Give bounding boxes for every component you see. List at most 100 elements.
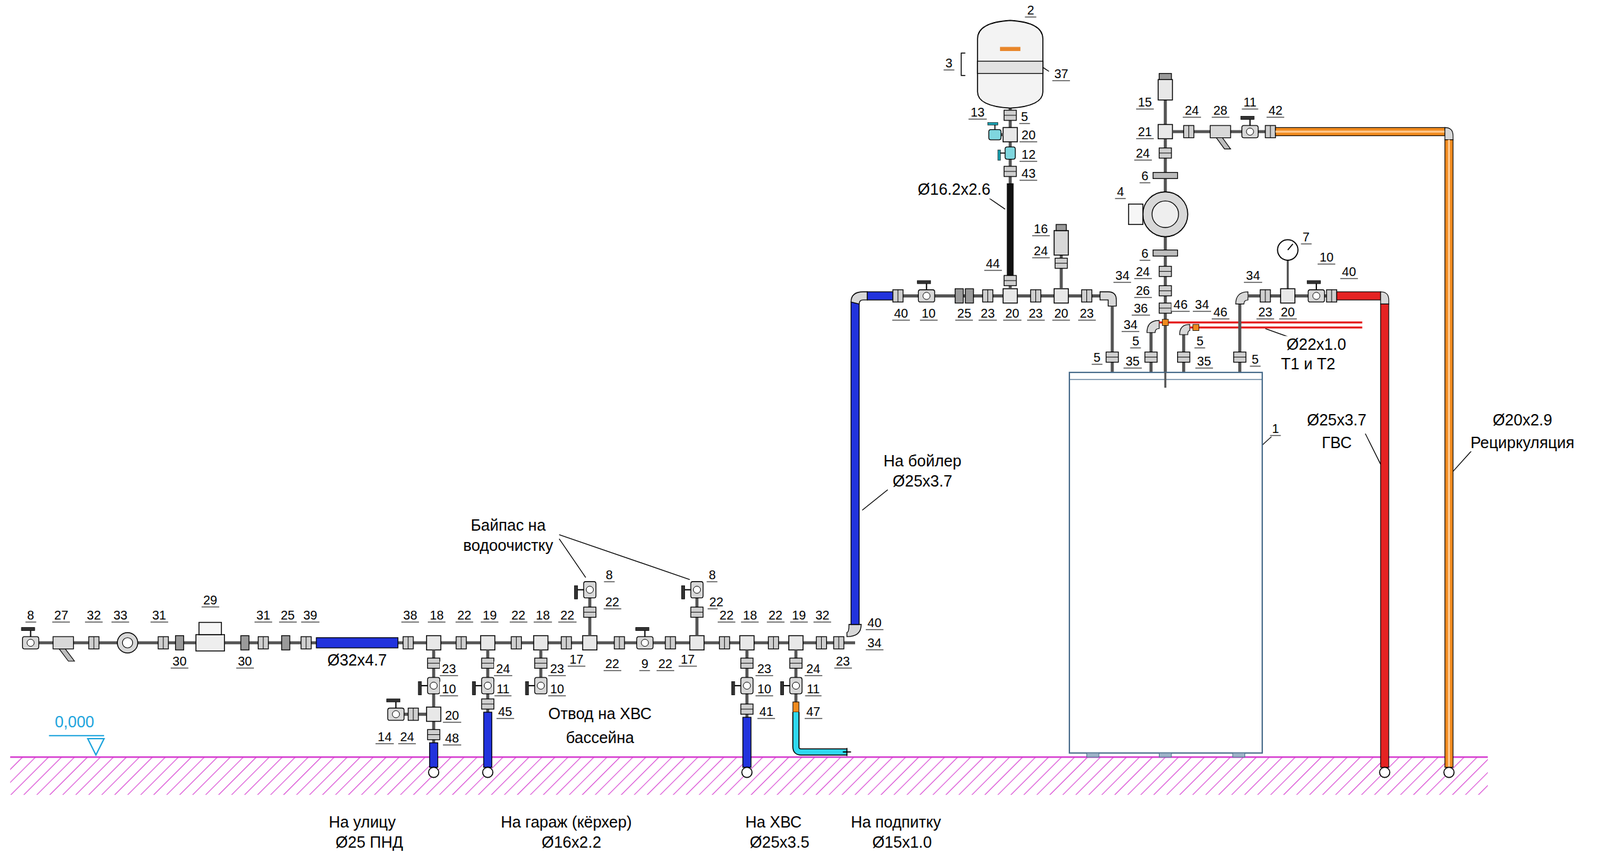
leader-line [558,534,690,580]
dimension-label: На бойлер [881,452,964,471]
pump-group [1158,79,1173,100]
main-pipe [788,635,804,651]
callout-number: 23 [755,661,774,676]
main-pipe [52,636,74,649]
level-mark-label: 0,000 [52,713,97,732]
boiler-feed-pipe [965,288,974,304]
dimension-label: Ø15x1.0 [870,834,934,852]
pump-group [1158,124,1173,140]
expansion-tank [977,61,1043,74]
callout-number: 5 [1249,351,1261,367]
callout-number: 34 [1113,268,1132,283]
main-pipe [426,635,442,651]
expansion-tank [1042,67,1050,72]
callout-number: 30 [235,654,254,669]
main-pipe [175,635,185,651]
callout-number: 32 [813,608,832,623]
safety-valve [1054,258,1067,269]
dimension-label: Ø16x2.2 [540,834,604,852]
dimension-label: Ø25x3.7 [1305,411,1369,430]
main-pipe [768,636,779,649]
boiler-feed-pipe [917,280,936,302]
main-pipe [665,636,676,649]
main-pipe [403,636,414,649]
main-pipe [88,636,99,649]
dimension-label: Ø22x1.0 [1284,336,1349,355]
hot-water-pipe [1280,288,1295,304]
branch-pipes [482,766,493,777]
callout-number: 10 [755,681,774,697]
leader-line [558,538,586,578]
recirculation-pipe [1444,139,1454,768]
main-pipe [719,636,730,649]
callout-number: 23 [1026,306,1045,321]
dimension-label: водоочистку [461,537,556,556]
main-pipe [258,636,269,649]
callout-number: 40 [892,306,910,321]
main-pipe [833,636,844,649]
callout-number: 46 [1171,296,1190,312]
main-pipe [511,636,522,649]
main-pipe [846,624,862,637]
callout-number: 22 [707,594,726,610]
hot-water-pipe [1336,291,1381,300]
bypass-valves [681,581,704,600]
callout-number: 23 [833,654,852,669]
leader-line [1265,328,1289,337]
callout-number: 22 [603,594,621,610]
hot-water-pipe [1326,289,1337,302]
callout-number: 31 [149,608,168,623]
callout-number: 6 [1139,245,1151,261]
recirculation-pipe [1275,127,1454,777]
callout-number: 17 [567,652,586,667]
dimension-label: ГВС [1320,434,1354,452]
branch-pipes [429,742,438,768]
callout-number: 22 [603,656,621,671]
callout-number: 25 [279,608,297,623]
callout-number: 33 [111,608,130,623]
callout-number: 26 [1133,283,1152,299]
callout-number: 23 [1256,305,1275,320]
pump-group [1216,138,1231,150]
callout-number: 41 [757,703,776,719]
branch-pipes [418,677,440,696]
callout-number: 47 [804,703,822,719]
boiler-feed-pipe [1003,288,1018,304]
callout-number: 34 [1121,316,1140,332]
callout-number: 36 [1131,301,1150,316]
pump-group [1153,250,1178,257]
callout-number: 10 [919,306,938,321]
leader-line [558,195,1472,580]
callout-number: 14 [375,729,394,745]
boiler-ports [1179,324,1190,335]
dimension-label: На гараж (кёрхер) [499,813,634,832]
boiler-feed-pipe [1105,352,1118,363]
recirculation-pipe [1275,130,1445,133]
callout-number: 24 [398,729,416,745]
safety-valve [1054,224,1069,289]
recirculation-pipe [1448,139,1451,768]
expansion-tank [1003,127,1018,142]
callout-number: 1 [1270,421,1282,437]
callout-number: 30 [170,654,189,669]
branch-pipes [472,677,495,696]
pump-group [1240,116,1259,139]
branch-pipes [780,677,803,696]
branch-pipes [731,677,754,696]
boiler-ports [1145,352,1157,363]
callout-number: 24 [1133,145,1152,161]
safety-valve [1056,224,1067,231]
boiler-feed-pipe [892,289,904,302]
dimension-label: На улицу [327,813,398,832]
branch-pipes [483,712,493,767]
callout-number: 9 [639,656,651,671]
branch-pipes [408,708,419,721]
callout-number: 23 [548,661,566,676]
dimension-label: Ø25x3.7 [891,473,955,491]
callout-number: 11 [494,681,512,697]
dimension-label: Отвод на ХВС [546,705,654,724]
bypass-valves [574,581,704,636]
callout-number: 11 [804,681,822,697]
